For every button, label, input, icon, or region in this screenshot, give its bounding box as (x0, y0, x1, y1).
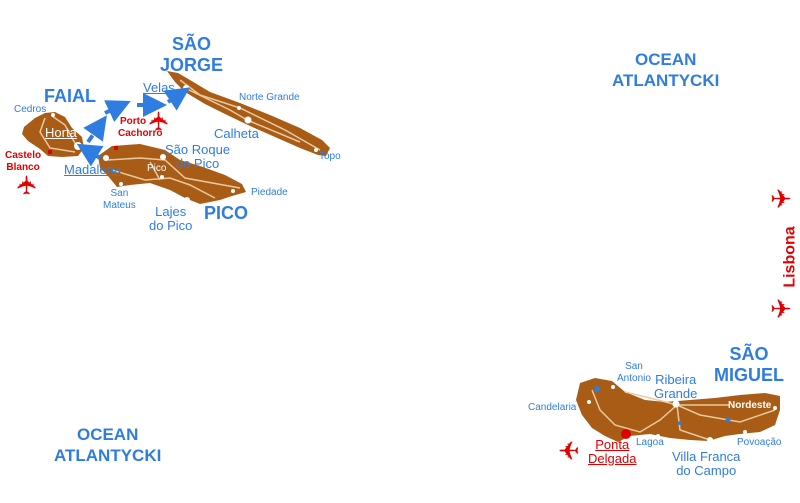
ferry-routes (76, 87, 190, 167)
island-label-pico: PICO (204, 203, 249, 223)
place-pico-town: Pico (147, 163, 167, 174)
place-calheta: Calheta (214, 126, 259, 141)
place-horta[interactable]: Horta (45, 125, 77, 140)
place-lagoa: Lagoa (636, 437, 664, 448)
airplane-icon: ✈ (770, 184, 792, 214)
place-velas[interactable]: Velas (143, 80, 175, 95)
airplane-icon: ✈ (770, 294, 792, 324)
place-madalena[interactable]: Madalena (64, 162, 122, 177)
place-nordeste: Nordeste (728, 400, 772, 411)
place-topo: Topo (319, 151, 341, 162)
lisbona-label: Lisbona (781, 226, 799, 288)
airplane-icon: ✈ (11, 174, 42, 196)
airplane-icon: ✈ (558, 435, 580, 465)
place-candelaria: Candelaria (528, 402, 577, 413)
island-sao-jorge (167, 71, 330, 156)
island-faial (22, 112, 84, 157)
place-piedade: Piedade (251, 187, 288, 198)
place-povoacao: Povoação (737, 437, 782, 448)
place-cedros: Cedros (14, 104, 47, 115)
airplane-icon: ✈ (143, 110, 174, 132)
place-norte-grande: Norte Grande (239, 92, 300, 103)
island-label-faial: FAIAL (44, 86, 96, 106)
